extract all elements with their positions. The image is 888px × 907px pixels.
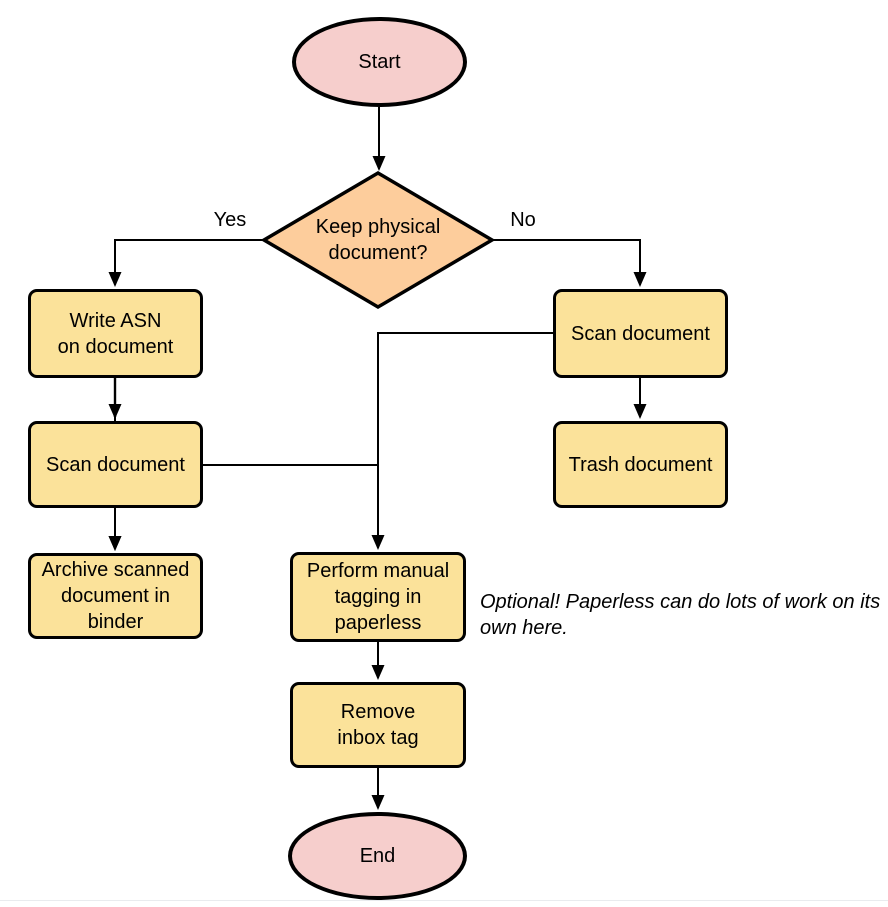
node-archive-scanned: Archive scanned document in binder xyxy=(28,553,203,639)
node-decision-label: Keep physical document? xyxy=(315,216,441,264)
edge-label-yes: Yes xyxy=(213,209,247,231)
decision-diamond-shape xyxy=(260,170,496,310)
node-end: End xyxy=(288,812,467,900)
annotation-optional-note: Optional! Paperless can do lots of work … xyxy=(480,591,881,640)
node-write-asn: Write ASN on document xyxy=(28,289,203,378)
edge-decision-yes-to-write-asn xyxy=(108,239,264,287)
node-scan-document-right: Scan document xyxy=(553,289,728,378)
edge-scan-right-to-tagging xyxy=(371,332,553,550)
node-start: Start xyxy=(292,17,467,107)
node-remove-inbox-tag: Remove inbox tag xyxy=(290,682,466,768)
node-scan-document-left: Scan document xyxy=(28,421,203,508)
bottom-divider xyxy=(0,900,888,901)
node-manual-tagging: Perform manual tagging in paperless xyxy=(290,552,466,642)
edge-decision-no-to-scan-right xyxy=(492,239,647,287)
edge-label-no: No xyxy=(510,209,536,231)
node-trash-document: Trash document xyxy=(553,421,728,508)
